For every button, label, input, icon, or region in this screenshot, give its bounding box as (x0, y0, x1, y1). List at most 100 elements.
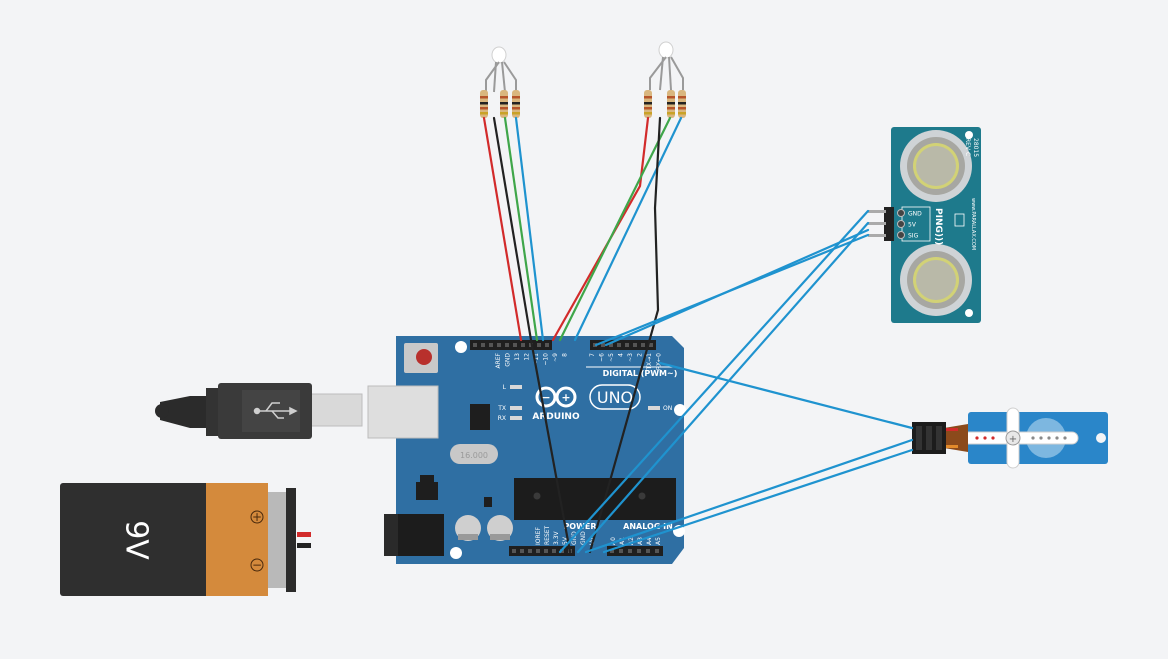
pin-label: ~3 (627, 353, 634, 362)
pin-label: RESET (544, 525, 551, 545)
power-pin-hole-4[interactable] (544, 549, 548, 553)
arduino-logo-icon (535, 386, 577, 408)
digital-pin-hole-5[interactable] (513, 343, 517, 347)
wire-sensor-sig-2[interactable] (604, 228, 870, 347)
led-l (510, 385, 522, 389)
digital-pin-hole-0[interactable] (473, 343, 477, 347)
sensor-part-number: 28015 (972, 138, 979, 157)
power-pin-hole-2[interactable] (528, 549, 532, 553)
analog-pin-header[interactable] (607, 546, 663, 556)
sensor-pin-label: GND (908, 211, 922, 218)
digital-pin-hole-b-2[interactable] (609, 343, 613, 347)
resistor-6[interactable] (678, 90, 686, 118)
battery-9v[interactable]: 9V + − (60, 483, 311, 596)
wire-servo-gnd[interactable] (602, 448, 914, 554)
servo-horn-icon (1005, 430, 1021, 446)
wire-red-led2[interactable] (551, 116, 650, 342)
arduino-model: UNO (597, 388, 633, 407)
wire-black-led2[interactable] (588, 116, 662, 554)
svg-text:L: L (503, 384, 507, 391)
digital-pin-hole-8[interactable] (537, 343, 541, 347)
led-tx (510, 406, 522, 410)
power-pin-hole-5[interactable] (552, 549, 556, 553)
pin-label: 5V (562, 536, 569, 545)
digital-pin-hole-9[interactable] (545, 343, 549, 347)
battery-terminal-positive[interactable] (297, 532, 311, 537)
analog-pin-hole-3[interactable] (637, 549, 641, 553)
voltage-regulator (416, 482, 438, 500)
analog-pin-hole-4[interactable] (646, 549, 650, 553)
wire-servo-signal[interactable] (658, 361, 914, 430)
sensor-pin-label: 5V (908, 222, 917, 229)
wire-blue-led2[interactable] (573, 116, 683, 342)
resistor-3[interactable] (512, 90, 520, 118)
wire-green-led1[interactable] (503, 116, 539, 342)
analog-section-label: ANALOG IN (623, 522, 673, 531)
battery-plus-symbol: + (252, 510, 262, 524)
svg-text:+: + (1009, 434, 1017, 445)
sensor-pin-gnd[interactable] (897, 209, 905, 217)
pin-label: AREF (495, 352, 502, 368)
sensor-pins[interactable]: GND 5V SIG (897, 209, 923, 240)
resistor-4[interactable] (644, 90, 652, 118)
pin-label: A1 (619, 537, 626, 545)
resistor-1[interactable] (480, 90, 488, 118)
wire-red-led1[interactable] (482, 116, 523, 342)
pin-label: GND (571, 531, 578, 545)
digital-pin-hole-b-7[interactable] (649, 343, 653, 347)
digital-pin-hole-6[interactable] (521, 343, 525, 347)
digital-pin-hole-b-1[interactable] (601, 343, 605, 347)
analog-pin-hole-2[interactable] (628, 549, 632, 553)
pin-label: IOREF (535, 527, 542, 545)
pin-label: A0 (610, 537, 617, 545)
analog-pin-hole-5[interactable] (655, 549, 659, 553)
digital-pin-header[interactable] (470, 340, 656, 350)
power-pin-hole-1[interactable] (520, 549, 524, 553)
wire-servo-5v[interactable] (584, 438, 914, 554)
analog-pin-hole-1[interactable] (619, 549, 623, 553)
wire-black-led1[interactable] (492, 116, 533, 342)
sensor-logo: PING))) (933, 208, 943, 245)
svg-text:RX: RX (498, 415, 506, 422)
resistors[interactable] (480, 90, 686, 118)
wire-green-led2[interactable] (558, 116, 672, 342)
resistor-5[interactable] (667, 90, 675, 118)
wire-black-gnd[interactable] (529, 338, 572, 554)
pin-label: 13 (514, 353, 521, 361)
resistor-2[interactable] (500, 90, 508, 118)
svg-text:ON: ON (663, 405, 672, 412)
sensor-pin-label: SIG (908, 233, 919, 240)
digital-pin-hole-1[interactable] (481, 343, 485, 347)
digital-pin-hole-3[interactable] (497, 343, 501, 347)
board-usb-port[interactable] (367, 385, 439, 439)
digital-pin-hole-b-6[interactable] (641, 343, 645, 347)
wire-sensor-gnd[interactable] (558, 209, 870, 554)
arduino-uno-board[interactable]: 16.000 − + ARDUINO UNO L TX RX ON (367, 336, 686, 564)
sensor-pin-sig[interactable] (897, 231, 905, 239)
pin-label: A4 (646, 537, 653, 545)
power-pin-hole-3[interactable] (536, 549, 540, 553)
rgb-led-2[interactable] (649, 41, 684, 91)
digital-pin-hole-2[interactable] (489, 343, 493, 347)
sensor-connector[interactable] (884, 207, 894, 241)
wire-sensor-5v[interactable] (576, 221, 870, 554)
wires[interactable] (482, 116, 914, 554)
reset-button[interactable] (416, 349, 432, 365)
digital-pin-hole-b-4[interactable] (625, 343, 629, 347)
digital-pin-hole-4[interactable] (505, 343, 509, 347)
micro-servo[interactable]: + (912, 407, 1108, 469)
ping-ultrasonic-sensor[interactable]: 28015 REV C www.PARALLAX.COM PING))) GND… (868, 127, 981, 323)
pin-label: ~5 (608, 353, 615, 362)
digital-pin-hole-b-5[interactable] (633, 343, 637, 347)
rgb-led-1[interactable] (485, 46, 517, 93)
led-rx (510, 416, 522, 420)
battery-terminal-negative[interactable] (297, 543, 311, 548)
sensor-pin-5v[interactable] (897, 220, 905, 228)
analog-pin-hole-0[interactable] (610, 549, 614, 553)
sensor-rev: REV C (964, 138, 971, 156)
wire-blue-led1[interactable] (514, 116, 545, 342)
digital-pin-hole-b-3[interactable] (617, 343, 621, 347)
power-pin-hole-0[interactable] (512, 549, 516, 553)
usb-cable[interactable] (155, 383, 363, 439)
pin-label: ~11 (533, 353, 540, 366)
